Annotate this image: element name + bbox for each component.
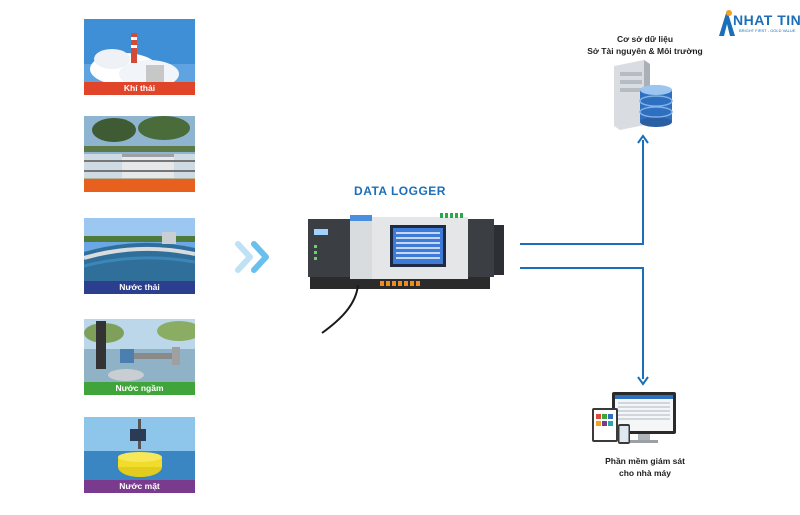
software-title-line2: cho nhà máy (619, 468, 671, 478)
connector-to-database-v (642, 140, 644, 245)
source-label: Nước ngầm (84, 382, 195, 395)
logo-mark-icon (719, 10, 735, 36)
source-tile-station (84, 116, 195, 192)
monitoring-software-devices-icon (592, 392, 676, 444)
database-title-line1: Cơ sở dữ liệu (616, 34, 674, 44)
connector-to-database-h (520, 243, 644, 245)
source-label: Nước thải (84, 281, 195, 294)
source-tile-wastewater: Nước thải (84, 218, 195, 294)
source-tile-surfacewater: Nước mặt (84, 417, 195, 493)
source-label (84, 179, 195, 192)
database-title-line2: Sở Tài nguyên & Môi trường (587, 46, 703, 56)
software-title: Phần mềm giám sát cho nhà máy (575, 455, 715, 479)
arrow-up-icon (637, 134, 649, 144)
logo-text: NHAT TIN (733, 12, 800, 28)
source-tile-emissions: Khí thải (84, 19, 195, 95)
data-logger-title: DATA LOGGER (354, 184, 446, 198)
logo-tagline: BRIGHT FIRST - GOLD VALUE (739, 28, 796, 33)
database-server-icon (614, 60, 673, 130)
source-tile-groundwater: Nước ngầm (84, 319, 195, 395)
source-label: Nước mặt (84, 480, 195, 493)
database-title: Cơ sở dữ liệu Sở Tài nguyên & Môi trường (560, 33, 730, 57)
connector-to-software-h (520, 267, 644, 269)
data-logger-device (308, 213, 504, 334)
arrow-down-icon (637, 376, 649, 386)
brand-logo: NHAT TIN BRIGHT FIRST - GOLD VALUE (717, 8, 800, 38)
double-chevron-right-icon (235, 241, 269, 273)
source-label: Khí thải (84, 82, 195, 95)
software-title-line1: Phần mềm giám sát (605, 456, 685, 466)
connector-to-software-v (642, 267, 644, 379)
